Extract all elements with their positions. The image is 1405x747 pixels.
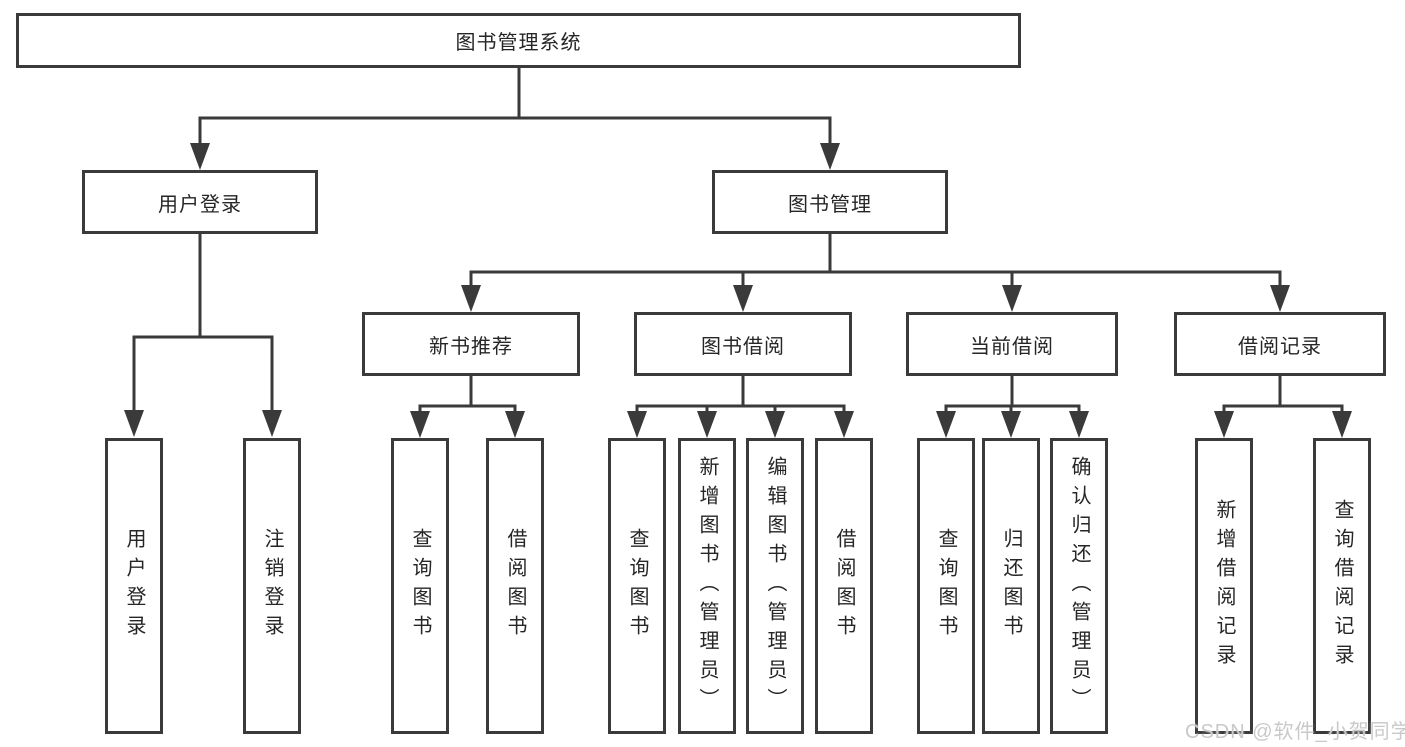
node-label: 新书推荐 [429,335,513,358]
node-label: 查询图书 [409,528,431,644]
csdn-watermark: CSDN @软件_小贺同学 [1185,721,1405,743]
node-label: 图书管理系统 [455,32,582,54]
node-label: 查询借阅记录 [1331,499,1353,673]
node-label: 编辑图书（管理员） [764,455,786,717]
leaf-borrow-add-books-admin: 新增图书（管理员） [678,438,736,734]
node-label: 归还图书 [1000,528,1022,644]
leaf-logout: 注销登录 [243,438,301,734]
leaf-user-login: 用户登录 [105,438,163,734]
leaf-borrow-edit-books-admin: 编辑图书（管理员） [746,438,804,734]
node-label: 借阅图书 [504,528,526,644]
node-label: 图书管理 [788,193,872,216]
leaf-borrow-query-books: 查询图书 [608,438,666,734]
leaf-records-add-record: 新增借阅记录 [1195,438,1253,734]
leaf-recommend-borrow-books: 借阅图书 [486,438,544,734]
node-user-login: 用户登录 [82,170,318,234]
node-borrow-records: 借阅记录 [1174,312,1386,376]
node-label: 图书借阅 [701,335,785,358]
leaf-recommend-query-books: 查询图书 [391,438,449,734]
node-label: 新增借阅记录 [1213,499,1235,673]
node-label: 借阅记录 [1238,335,1322,358]
node-root-system: 图书管理系统 [16,13,1021,68]
leaf-current-return-books: 归还图书 [982,438,1040,734]
node-label: 当前借阅 [970,335,1054,358]
node-new-book-recommend: 新书推荐 [362,312,580,376]
node-book-borrow: 图书借阅 [634,312,852,376]
node-label: 新增图书（管理员） [696,455,718,717]
node-label: 借阅图书 [833,528,855,644]
node-label: 注销登录 [261,528,283,644]
leaf-records-query-record: 查询借阅记录 [1313,438,1371,734]
node-label: 查询图书 [935,528,957,644]
leaf-current-confirm-return-admin: 确认归还（管理员） [1050,438,1108,734]
node-book-management: 图书管理 [712,170,948,234]
node-current-borrow: 当前借阅 [906,312,1118,376]
node-label: 用户登录 [123,528,145,644]
leaf-borrow-borrow-books: 借阅图书 [815,438,873,734]
node-label: 确认归还（管理员） [1068,455,1090,717]
node-label: 用户登录 [158,193,242,216]
node-label: 查询图书 [626,528,648,644]
leaf-current-query-books: 查询图书 [917,438,975,734]
